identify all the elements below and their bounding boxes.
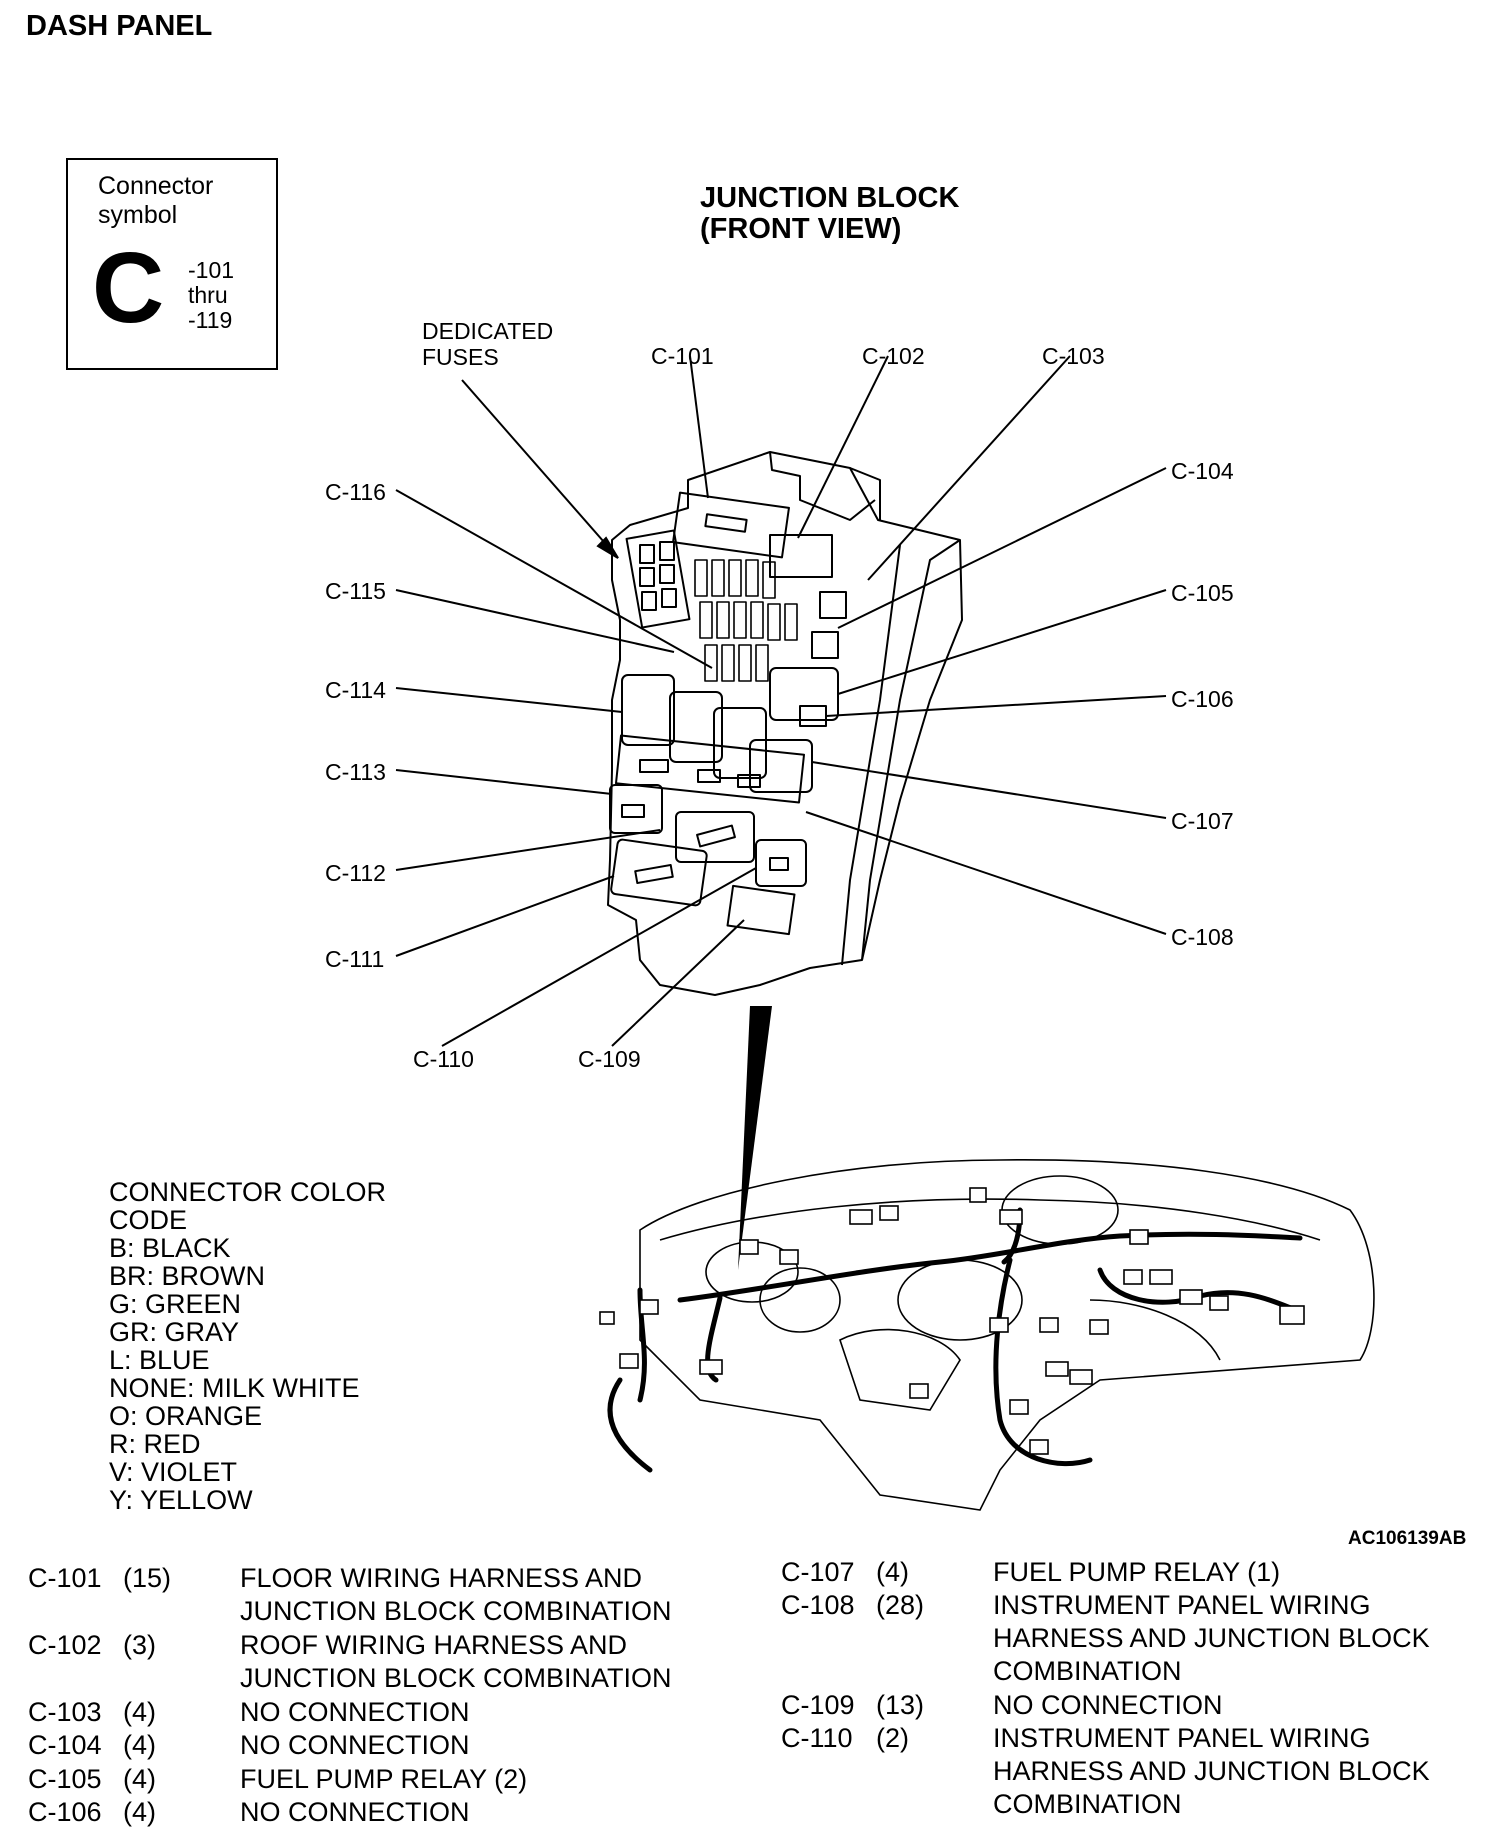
table-row-id: C-107 <box>781 1557 855 1587</box>
callout-c115: C-115 <box>325 578 386 604</box>
color-code-item: O: ORANGE <box>109 1401 263 1431</box>
callout-c111: C-111 <box>325 946 385 972</box>
callout-leaders <box>395 355 1167 1047</box>
color-code-item: NONE: MILK WHITE <box>109 1373 360 1403</box>
callout-c108: C-108 <box>1171 924 1234 950</box>
color-code-item: L: BLUE <box>109 1345 210 1375</box>
table-row-id: C-106 <box>28 1797 102 1827</box>
table-row-pins: (13) <box>876 1690 925 1720</box>
table-row-pins: (28) <box>876 1590 925 1620</box>
table-row-id: C-102 <box>28 1630 102 1660</box>
junction-block-drawing <box>607 451 963 996</box>
table-row-desc: ROOF WIRING HARNESS AND JUNCTION BLOCK C… <box>240 1630 672 1693</box>
color-code-item: G: GREEN <box>109 1289 242 1319</box>
callout-c116: C-116 <box>325 479 386 505</box>
callout-c109: C-109 <box>578 1046 641 1072</box>
color-code-item: B: BLACK <box>109 1233 231 1263</box>
connector-symbol-range: -101 thru -119 <box>188 257 235 333</box>
table-row-id: C-103 <box>28 1697 102 1727</box>
table-row-pins: (2) <box>876 1723 909 1753</box>
table-row-pins: (4) <box>876 1557 909 1587</box>
table-row-pins: (4) <box>123 1697 156 1727</box>
location-pointer <box>738 1006 772 1270</box>
color-code-item: Y: YELLOW <box>109 1485 253 1515</box>
color-code-item: BR: BROWN <box>109 1261 266 1291</box>
color-code-item: V: VIOLET <box>109 1457 238 1487</box>
callout-c104: C-104 <box>1171 458 1234 484</box>
callout-c101: C-101 <box>651 343 714 369</box>
table-row-id: C-101 <box>28 1563 102 1593</box>
table-row-pins: (4) <box>123 1764 156 1794</box>
connector-symbol-label: Connector symbol <box>98 172 214 229</box>
table-row-pins: (4) <box>123 1797 156 1827</box>
table-row-desc: INSTRUMENT PANEL WIRING HARNESS AND JUNC… <box>993 1723 1430 1819</box>
figure-id: AC106139AB <box>1348 1528 1467 1549</box>
connector-symbol-letter: C <box>92 232 165 344</box>
table-row-desc: NO CONNECTION <box>993 1690 1223 1720</box>
page-title: DASH PANEL <box>26 10 213 42</box>
table-row-desc: INSTRUMENT PANEL WIRING HARNESS AND JUNC… <box>993 1590 1430 1686</box>
callout-c106: C-106 <box>1171 686 1234 712</box>
junction-block-title: JUNCTION BLOCK (FRONT VIEW) <box>700 182 960 245</box>
harness-connectors <box>599 1187 1305 1455</box>
color-code-item: R: RED <box>109 1429 201 1459</box>
callout-c114: C-114 <box>325 677 386 703</box>
table-row-pins: (4) <box>123 1730 156 1760</box>
table-row-desc: NO CONNECTION <box>240 1797 470 1827</box>
dash-panel-sketch <box>639 1159 1375 1511</box>
table-row-id: C-105 <box>28 1764 102 1794</box>
table-row-id: C-110 <box>781 1723 853 1753</box>
table-row-pins: (15) <box>123 1563 172 1593</box>
dedicated-fuses-label: DEDICATED FUSES <box>422 318 554 370</box>
callout-c102: C-102 <box>862 343 925 369</box>
table-row-desc: FLOOR WIRING HARNESS AND JUNCTION BLOCK … <box>240 1563 672 1626</box>
table-row-id: C-108 <box>781 1590 855 1620</box>
callout-c107: C-107 <box>1171 808 1234 834</box>
table-row-desc: NO CONNECTION <box>240 1697 470 1727</box>
callout-c113: C-113 <box>325 759 386 785</box>
table-row-pins: (3) <box>123 1630 156 1660</box>
callout-c103: C-103 <box>1042 343 1105 369</box>
table-row-desc: FUEL PUMP RELAY (2) <box>240 1764 528 1794</box>
color-code-title: CONNECTOR COLOR CODE <box>109 1177 387 1235</box>
table-row-desc: NO CONNECTION <box>240 1730 470 1760</box>
table-row-desc: FUEL PUMP RELAY (1) <box>993 1557 1281 1587</box>
callout-c112: C-112 <box>325 860 386 886</box>
color-code-item: GR: GRAY <box>109 1317 240 1347</box>
table-row-id: C-104 <box>28 1730 102 1760</box>
callout-c110: C-110 <box>413 1046 474 1072</box>
callout-c105: C-105 <box>1171 580 1234 606</box>
table-row-id: C-109 <box>781 1690 855 1720</box>
connector-symbol-box: Connector symbol C -101 thru -119 <box>66 158 278 370</box>
